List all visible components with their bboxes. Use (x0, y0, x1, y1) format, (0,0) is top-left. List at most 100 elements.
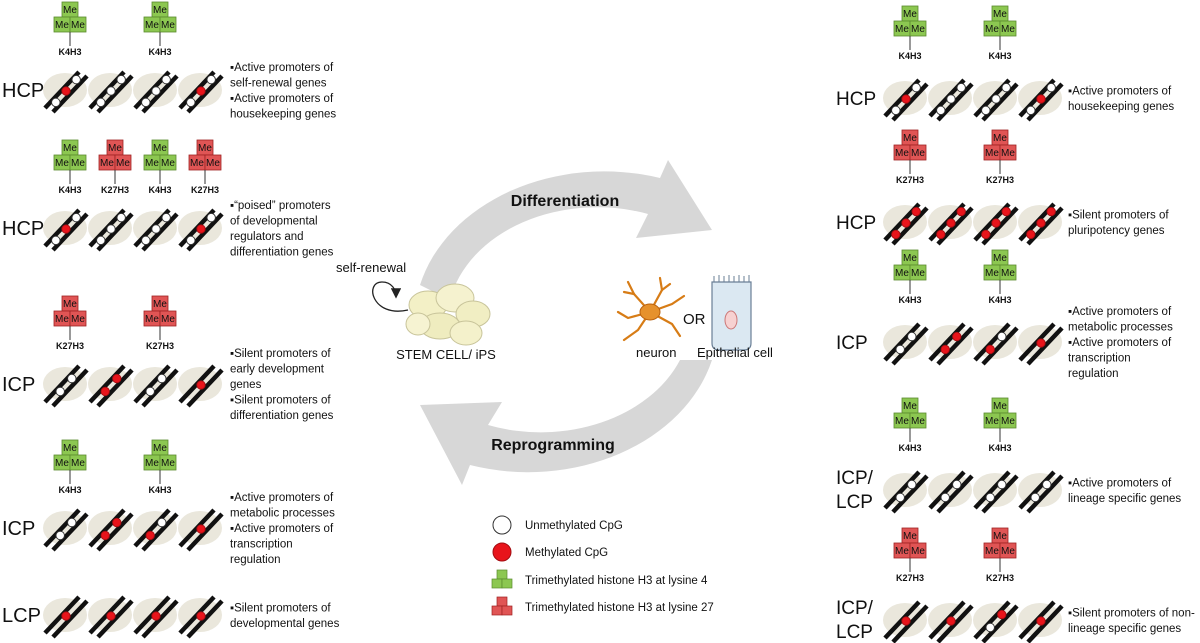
unmethylated-cpg (106, 224, 116, 234)
unmethylated-cpg (186, 97, 196, 108)
k4h3-label: K4H3 (988, 295, 1011, 305)
unmethylated-cpg (106, 86, 116, 96)
self-renewal-loop-arrow (372, 281, 409, 312)
me-label: Me (1001, 416, 1015, 427)
unmethylated-cpg (981, 105, 991, 116)
promoter-class-label: LCP (836, 492, 873, 513)
methylated-cpg (196, 224, 206, 234)
me-label: Me (903, 9, 917, 20)
unmethylated-cpg (151, 86, 161, 96)
panel-description-line: pluripotency genes (1068, 225, 1165, 237)
me-label: Me (895, 268, 909, 279)
chromatin-row (883, 78, 1064, 122)
self-renewal-label: self-renewal (336, 260, 406, 275)
methylated-cpg (1036, 616, 1046, 626)
methylated-cpg-icon (492, 542, 512, 562)
panel-description-line: transcription (1068, 353, 1131, 365)
panel-description-line: metabolic processes (1068, 322, 1173, 334)
panel-description-line: ▪“poised” promoters (230, 200, 331, 212)
promoter-class-label: LCP (2, 605, 41, 627)
panel-description-line: differentiation genes (230, 246, 334, 258)
promoter-class-label: ICP (2, 374, 35, 396)
unmethylated-cpg (96, 97, 106, 108)
unmethylated-cpg (186, 235, 196, 246)
unmethylated-cpg (116, 74, 126, 85)
legend-item-k27: Trimethylated histone H3 at lysine 27 (491, 596, 714, 616)
stem-cell-cluster (405, 283, 491, 346)
unmethylated-cpg (51, 235, 61, 246)
me-label: Me (55, 314, 69, 325)
k27h3-label: K27H3 (896, 175, 924, 185)
me-label: Me (911, 546, 925, 557)
k4h3-label: K4H3 (148, 185, 171, 195)
chromatin-row (43, 508, 224, 552)
me-label: Me (63, 143, 77, 154)
panel-description-line: ▪Silent promoters of (230, 395, 331, 407)
unmethylated-cpg (67, 373, 77, 384)
k27h3-label: K27H3 (56, 341, 84, 351)
promoter-class-label: ICP (2, 518, 35, 540)
chromatin-row (43, 208, 224, 252)
me-label: Me (985, 268, 999, 279)
me-label: Me (161, 158, 175, 169)
panel-description-line: ▪Active promoters of (230, 93, 334, 105)
me-label: Me (108, 143, 122, 154)
me-label: Me (903, 531, 917, 542)
me-label: Me (993, 9, 1007, 20)
me-label: Me (903, 401, 917, 412)
methylated-cpg (61, 224, 71, 234)
k4h3-label: K4H3 (898, 443, 921, 453)
legend-item-unmethylated: Unmethylated CpG (492, 515, 623, 535)
unmethylated-cpg (1001, 82, 1011, 93)
me-label: Me (993, 401, 1007, 412)
cycle-arrows (420, 160, 712, 485)
panel-description-line: regulators and (230, 231, 304, 243)
chromatin-row (43, 70, 224, 114)
me-label: Me (903, 253, 917, 264)
me-label: Me (993, 133, 1007, 144)
unmethylated-cpg (911, 82, 921, 93)
me-label: Me (161, 314, 175, 325)
unmethylated-cpg (71, 74, 81, 85)
methylated-cpg (112, 517, 122, 528)
panel-description-line: housekeeping genes (230, 108, 336, 120)
me-label: Me (1001, 268, 1015, 279)
differentiation-arrow (420, 160, 712, 300)
methylated-cpg (196, 524, 206, 534)
h3k4me3-icon (491, 569, 513, 589)
promoter-class-label: HCP (2, 80, 44, 102)
me-label: Me (100, 158, 114, 169)
legend-label: Trimethylated histone H3 at lysine 27 (525, 602, 714, 614)
panel-description-line: ▪Active promoters of (230, 523, 334, 535)
methylated-cpg (1001, 206, 1011, 217)
chromatin-row (43, 364, 224, 408)
unmethylated-cpg (946, 94, 956, 104)
unmethylated-cpg (1042, 479, 1052, 490)
me-label: Me (116, 158, 130, 169)
me-label: Me (895, 546, 909, 557)
panel-description-line: ▪Active promoters of (1068, 337, 1172, 349)
me-label: Me (911, 268, 925, 279)
k4h3-label: K4H3 (988, 51, 1011, 61)
unmethylated-cpg (157, 373, 167, 384)
panel-description-line: housekeeping genes (1068, 101, 1174, 113)
panel-description-line: ▪Active promoters of (1068, 477, 1172, 489)
unmethylated-cpg (952, 479, 962, 490)
unmethylated-cpg (55, 386, 65, 397)
k27h3-label: K27H3 (986, 175, 1014, 185)
unmethylated-cpg (891, 105, 901, 116)
unmethylated-cpg (936, 105, 946, 116)
